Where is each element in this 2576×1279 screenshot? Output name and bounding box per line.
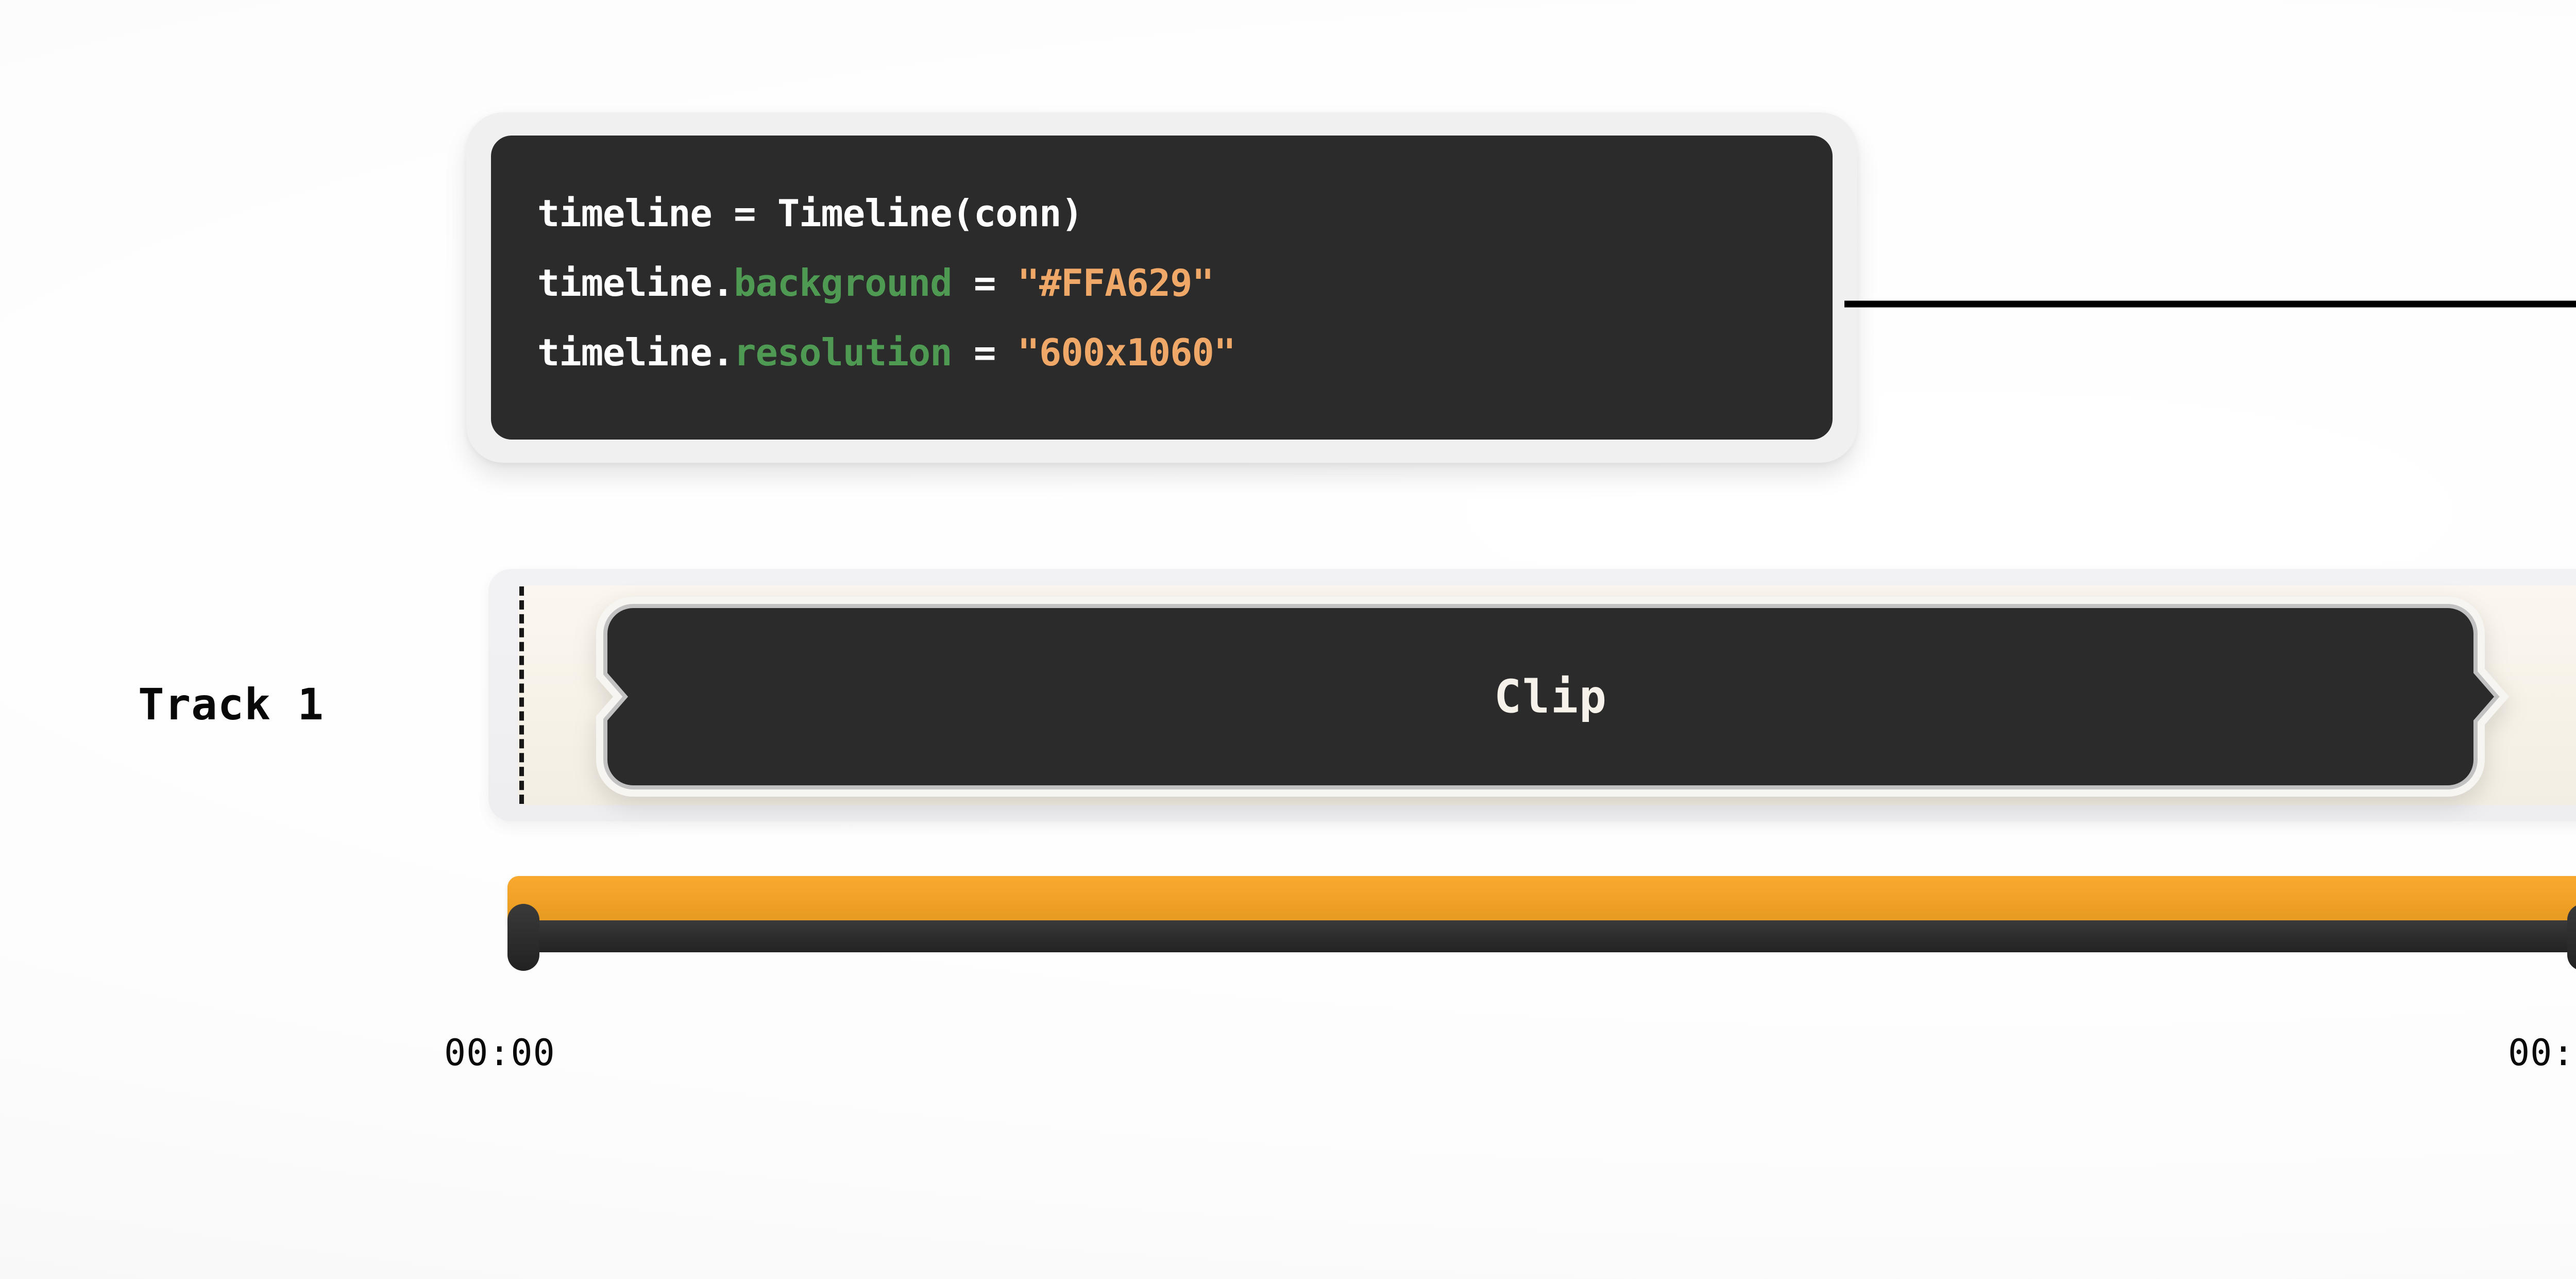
code-line-3-attribute: resolution [734,331,952,374]
code-line-2-operator: = [952,261,1018,305]
track-start-marker [519,586,524,804]
code-line-2-attribute: background [734,261,952,305]
scrubber-handle-end[interactable] [2567,904,2576,971]
scrubber-handle-start[interactable] [507,904,539,971]
code-line-1-text: timeline = Timeline(conn) [537,192,1083,235]
code-line-3: timeline.resolution = "600x1060" [537,318,1833,388]
code-line-3-value: "600x1060" [1017,331,1236,374]
scrubber-progress[interactable] [507,876,2576,925]
code-line-2: timeline.background = "#FFA629" [537,248,1833,318]
code-line-2-value: "#FFA629" [1017,261,1214,305]
code-block-card: timeline = Timeline(conn) timeline.backg… [466,112,1857,463]
timecode-start: 00:00 [444,1032,555,1074]
track-label: Track 1 [138,679,325,730]
timeline-scrubber[interactable] [507,876,2576,971]
code-line-2-object: timeline. [537,261,734,305]
timeline-clip[interactable]: Clip [595,596,2506,798]
scrubber-rail[interactable] [507,920,2576,952]
code-block-body: timeline = Timeline(conn) timeline.backg… [491,136,1833,440]
code-line-3-operator: = [952,331,1018,374]
timecode-end: 00:10 [2508,1032,2576,1074]
flow-arrow [1844,258,2576,350]
code-line-3-object: timeline. [537,331,734,374]
code-line-1: timeline = Timeline(conn) [537,179,1833,248]
